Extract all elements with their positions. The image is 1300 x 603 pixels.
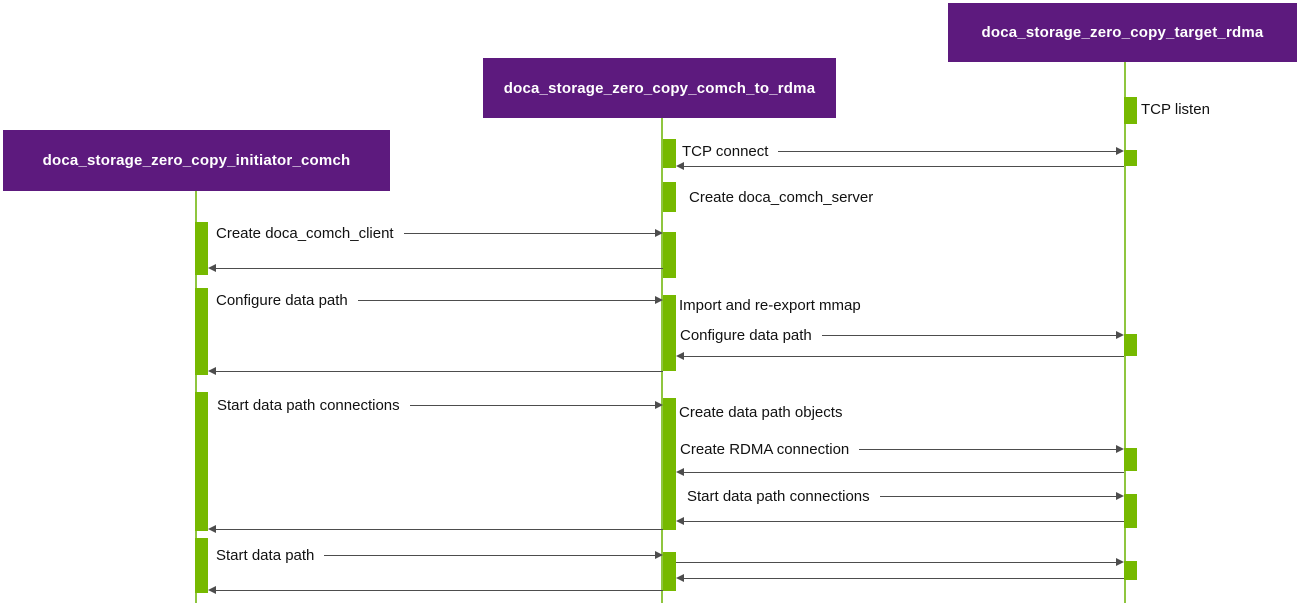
arrow-line xyxy=(684,165,1124,167)
arrow-line xyxy=(684,577,1124,579)
participant-comch-to-rdma: doca_storage_zero_copy_comch_to_rdma xyxy=(483,58,836,118)
arrowhead-left-icon xyxy=(676,162,684,170)
message-start-data-path: Start data path xyxy=(216,545,663,565)
return-start-data-path-initiator xyxy=(208,585,663,595)
lifeline-comch-to-rdma xyxy=(661,118,663,603)
activation-bar-comch-create-server xyxy=(663,182,676,212)
arrow-line xyxy=(684,471,1124,473)
return-tcp-connect xyxy=(676,161,1124,171)
activation-bar-comch-tcp-connect xyxy=(663,139,676,168)
activation-bar-target-start-connections xyxy=(1124,494,1137,528)
arrowhead-right-icon xyxy=(655,229,663,237)
participant-target-rdma: doca_storage_zero_copy_target_rdma xyxy=(948,3,1297,62)
return-create-rdma-connection xyxy=(676,467,1124,477)
arrow-line xyxy=(859,448,1116,450)
arrow-line xyxy=(879,495,1116,497)
arrow-line xyxy=(216,528,663,530)
activation-bar-target-rdma-connection xyxy=(1124,448,1137,471)
return-create-doca-comch-client xyxy=(208,263,663,273)
arrow-line xyxy=(216,589,663,591)
message-tcp-connect: TCP connect xyxy=(682,141,1124,161)
message-create-data-path-objects: Create data path objects xyxy=(679,404,843,421)
arrowhead-right-icon xyxy=(655,551,663,559)
return-start-data-path-connections-comch xyxy=(676,516,1124,526)
arrow-line xyxy=(684,355,1124,357)
participant-label: doca_storage_zero_copy_comch_to_rdma xyxy=(503,79,816,97)
message-label: Create RDMA connection xyxy=(680,440,850,458)
message-import-reexport-mmap: Import and re-export mmap xyxy=(679,297,861,314)
arrowhead-right-icon xyxy=(1116,331,1124,339)
message-label: Create doca_comch_client xyxy=(216,224,394,242)
arrowhead-left-icon xyxy=(676,517,684,525)
arrowhead-left-icon xyxy=(208,586,216,594)
arrowhead-left-icon xyxy=(676,574,684,582)
activation-bar-initiator-start-data-path xyxy=(195,538,208,593)
message-tcp-listen: TCP listen xyxy=(1141,101,1210,118)
activation-bar-comch-start-data-path xyxy=(663,552,676,591)
activation-bar-initiator-create-client xyxy=(195,222,208,275)
message-configure-data-path-initiator: Configure data path xyxy=(216,290,663,310)
arrowhead-left-icon xyxy=(676,352,684,360)
activation-bar-target-tcp-listen xyxy=(1124,97,1137,124)
activation-bar-comch-configure xyxy=(663,295,676,371)
arrowhead-right-icon xyxy=(1116,492,1124,500)
activation-bar-comch-create-client xyxy=(663,232,676,278)
message-label: Start data path xyxy=(216,546,315,564)
arrowhead-left-icon xyxy=(208,525,216,533)
return-configure-data-path-initiator xyxy=(208,366,663,376)
arrow-line xyxy=(403,232,655,234)
activation-bar-target-configure xyxy=(1124,334,1137,356)
return-configure-data-path-comch xyxy=(676,351,1124,361)
message-forward-start-data-path xyxy=(676,552,1124,572)
activation-bar-target-start-data-path xyxy=(1124,561,1137,580)
activation-bar-initiator-configure xyxy=(195,288,208,375)
arrow-line xyxy=(684,520,1124,522)
message-label: TCP connect xyxy=(682,142,769,160)
message-start-data-path-connections-initiator: Start data path connections xyxy=(217,395,663,415)
arrowhead-right-icon xyxy=(655,401,663,409)
message-label: Configure data path xyxy=(216,291,348,309)
message-create-doca-comch-server: Create doca_comch_server xyxy=(689,189,874,206)
arrowhead-right-icon xyxy=(1116,445,1124,453)
lifeline-target-rdma xyxy=(1124,62,1126,603)
arrow-line xyxy=(821,334,1116,336)
activation-bar-comch-start-connections xyxy=(663,398,676,530)
message-label: Start data path connections xyxy=(217,396,400,414)
participant-label: doca_storage_zero_copy_target_rdma xyxy=(981,24,1264,41)
arrow-line xyxy=(216,267,663,269)
message-start-data-path-connections-comch: Start data path connections xyxy=(687,486,1124,506)
message-create-rdma-connection: Create RDMA connection xyxy=(680,439,1124,459)
activation-bar-target-tcp-connect xyxy=(1124,150,1137,166)
message-label: Configure data path xyxy=(680,326,812,344)
arrowhead-left-icon xyxy=(208,367,216,375)
arrowhead-left-icon xyxy=(208,264,216,272)
message-configure-data-path-comch: Configure data path xyxy=(680,325,1124,345)
message-label: Start data path connections xyxy=(687,487,870,505)
arrow-line xyxy=(216,370,663,372)
arrow-line xyxy=(324,554,655,556)
arrow-line xyxy=(676,561,1116,563)
arrowhead-right-icon xyxy=(1116,558,1124,566)
message-create-doca-comch-client: Create doca_comch_client xyxy=(216,223,663,243)
return-start-data-path-target xyxy=(676,573,1124,583)
arrowhead-right-icon xyxy=(1116,147,1124,155)
arrowhead-right-icon xyxy=(655,296,663,304)
arrow-line xyxy=(357,299,655,301)
return-start-data-path-connections-initiator xyxy=(208,524,663,534)
participant-label: doca_storage_zero_copy_initiator_comch xyxy=(42,152,351,169)
arrow-line xyxy=(409,404,655,406)
arrow-line xyxy=(778,150,1116,152)
arrowhead-left-icon xyxy=(676,468,684,476)
activation-bar-initiator-start-connections xyxy=(195,392,208,531)
participant-initiator-comch: doca_storage_zero_copy_initiator_comch xyxy=(3,130,390,191)
